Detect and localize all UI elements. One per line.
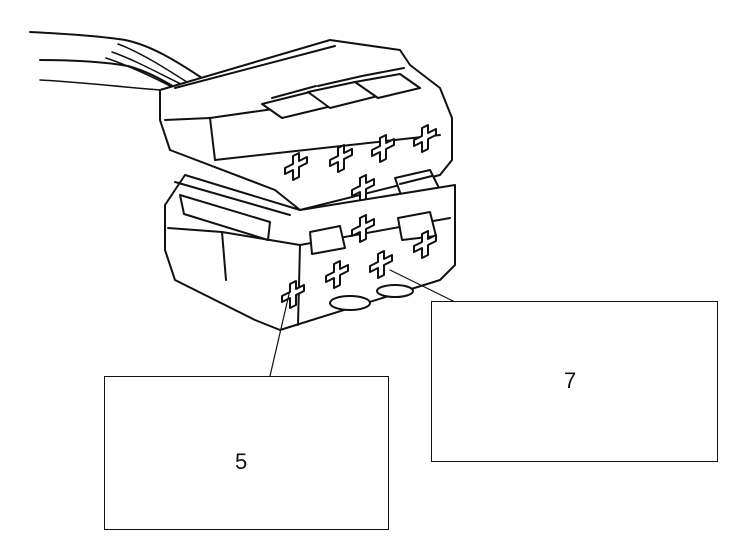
- lower-pin-row: [281, 214, 437, 309]
- upper-pin-row: [284, 124, 437, 203]
- latch-right: [376, 284, 414, 298]
- callout-box-5: 5: [104, 376, 389, 530]
- callout-box-7: 7: [431, 301, 718, 462]
- leader-line-7: [389, 269, 456, 303]
- leader-line-5: [269, 289, 291, 377]
- wire-harness-icon: [29, 31, 206, 91]
- lower-connector-housing: [164, 174, 456, 331]
- callout-label-5: 5: [235, 449, 248, 474]
- upper-connector-housing: [159, 39, 453, 211]
- latch-left: [329, 295, 371, 311]
- callout-label-7: 7: [564, 368, 577, 393]
